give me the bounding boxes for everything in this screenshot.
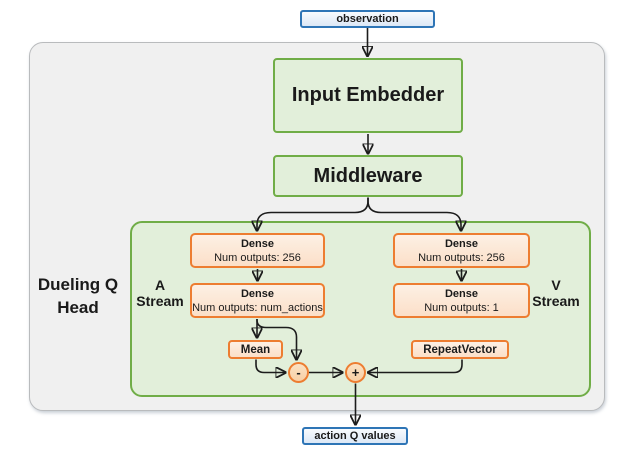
v-stream-label: V Stream [521, 277, 591, 309]
dense-a2-subtitle: Num outputs: num_actions [192, 301, 323, 314]
action-q-values-node: action Q values [302, 427, 408, 445]
mean-label: Mean [240, 343, 271, 356]
dense-v1-title: Dense [444, 237, 479, 250]
dueling-q-head-label-line1: Dueling Q [37, 275, 119, 294]
dense-a1-node: Dense Num outputs: 256 [190, 233, 325, 268]
a-stream-label: A Stream [125, 277, 195, 309]
v-stream-label-line2: Stream [532, 293, 580, 309]
input-embedder-node: Input Embedder [273, 58, 463, 133]
dense-v2-node: Dense Num outputs: 1 [393, 283, 530, 318]
edge-middleware-to-dense-a1 [257, 197, 369, 231]
dense-a2-node: Dense Num outputs: num_actions [190, 283, 325, 318]
dense-a2-title: Dense [240, 287, 275, 300]
observation-label: observation [336, 13, 399, 25]
dense-v1-node: Dense Num outputs: 256 [393, 233, 530, 268]
minus-operator-label: - [296, 365, 301, 380]
repeat-vector-node: RepeatVector [411, 340, 509, 359]
plus-operator-label: + [351, 365, 360, 380]
v-stream-label-line1: V [551, 277, 561, 293]
a-stream-label-line2: Stream [136, 293, 184, 309]
middleware-node: Middleware [273, 155, 463, 197]
dense-v1-subtitle: Num outputs: 256 [418, 251, 505, 264]
edge-dense-a2-to-minus [256, 319, 297, 360]
dueling-q-head-label-line2: Head [57, 298, 99, 317]
edge-repeatvector-to-plus [368, 359, 463, 373]
a-stream-label-line1: A [154, 277, 166, 293]
action-q-values-label: action Q values [314, 430, 396, 442]
dense-a1-title: Dense [240, 237, 275, 250]
observation-node: observation [300, 10, 435, 28]
dense-v2-subtitle: Num outputs: 1 [424, 301, 499, 314]
edge-mean-to-minus [255, 359, 286, 373]
plus-operator-node: + [345, 362, 366, 383]
minus-operator-node: - [288, 362, 309, 383]
middleware-label: Middleware [313, 164, 423, 187]
mean-node: Mean [228, 340, 283, 359]
dueling-q-head-label: Dueling Q Head [16, 273, 140, 319]
input-embedder-label: Input Embedder [291, 84, 445, 106]
dense-a1-subtitle: Num outputs: 256 [214, 251, 301, 264]
repeat-vector-label: RepeatVector [423, 343, 497, 356]
dense-v2-title: Dense [444, 287, 479, 300]
edge-middleware-to-dense-v1 [367, 197, 461, 231]
